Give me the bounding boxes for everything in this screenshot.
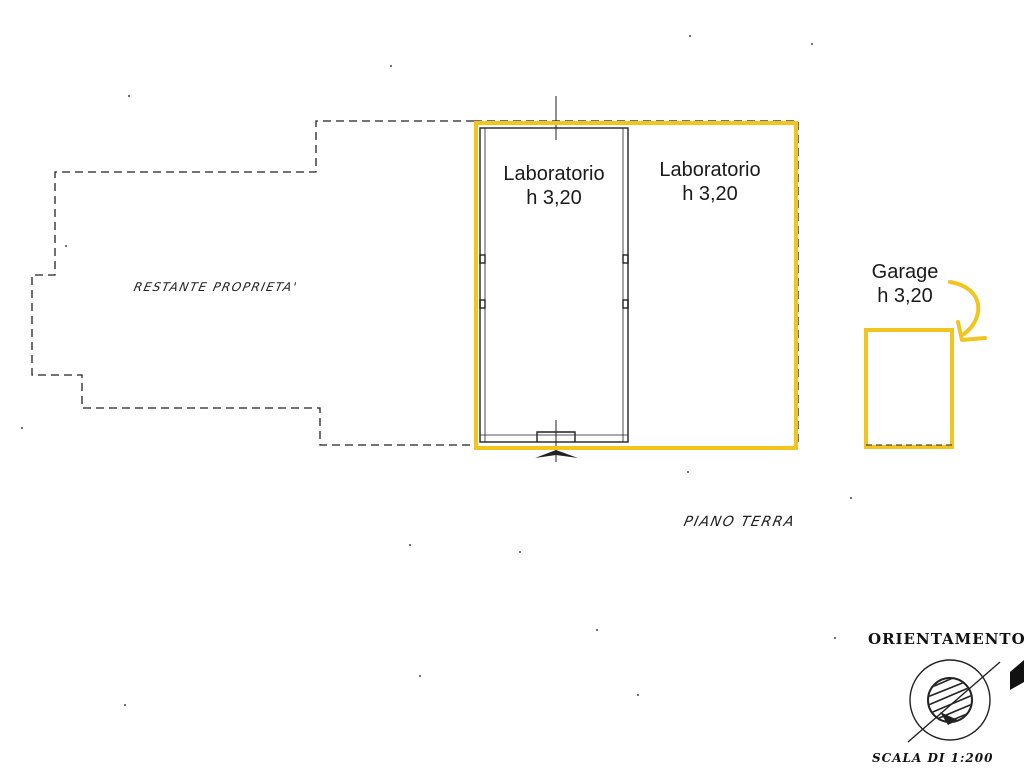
compass-icon <box>907 659 1001 743</box>
remaining-property-label: RESTANTE PROPRIETA' <box>132 280 300 294</box>
room-height: h 3,20 <box>682 183 738 205</box>
entrance-arrow <box>535 450 578 458</box>
highlight-outlines <box>474 121 954 450</box>
orientation-label: ORIENTAMENTO <box>868 630 1024 648</box>
laboratories-highlight <box>474 121 798 450</box>
remaining-property-outline <box>31 120 474 446</box>
room-name: Laboratorio <box>659 159 761 181</box>
curved-arrow-head-icon <box>956 320 987 342</box>
floor-label: PIANO TERRA <box>682 514 797 530</box>
room-name: Laboratorio <box>503 163 605 185</box>
room-label-laboratory-1: Laboratorio h 3,20 <box>484 162 624 210</box>
scan-specks <box>21 35 852 706</box>
scale-label: SCALA DI 1:200 <box>872 751 994 765</box>
north-flag-icon <box>1010 660 1024 690</box>
garage-highlight <box>864 328 954 449</box>
room-label-garage: Garage h 3,20 <box>850 260 960 308</box>
room-name: Garage <box>871 261 939 283</box>
room-height: h 3,20 <box>526 187 582 209</box>
curved-arrow-icon <box>948 280 981 336</box>
room-height: h 3,20 <box>877 285 933 307</box>
room-label-laboratory-2: Laboratorio h 3,20 <box>640 158 780 206</box>
